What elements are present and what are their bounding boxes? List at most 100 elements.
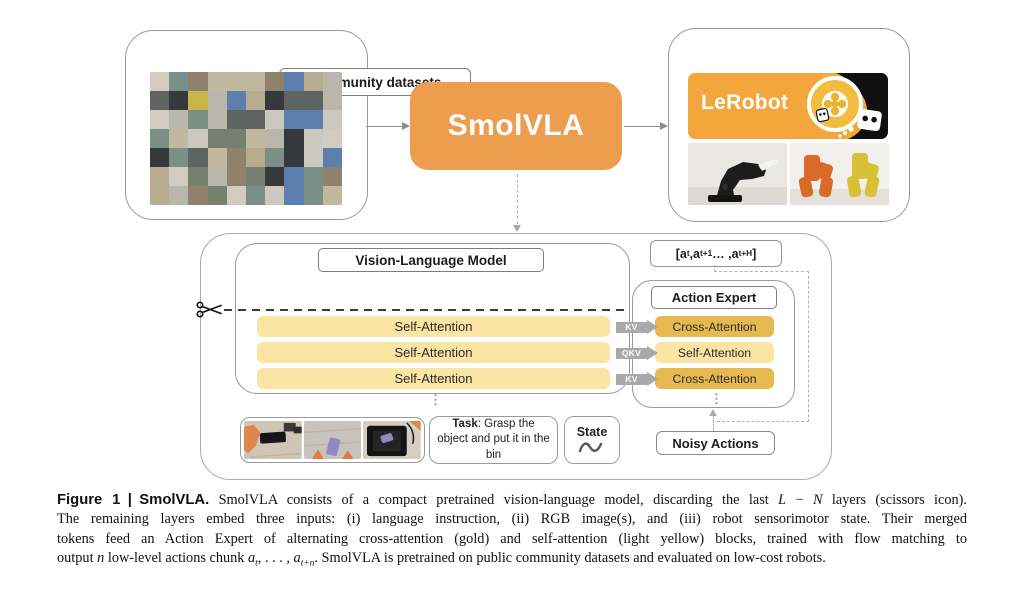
mosaic-cell — [226, 186, 246, 205]
mosaic-cell — [303, 148, 323, 167]
mosaic-cell — [303, 186, 323, 205]
mosaic-cell — [246, 167, 266, 186]
mosaic-cell — [246, 186, 266, 205]
kv-arrow: KV — [616, 372, 658, 386]
mosaic-cell — [303, 91, 323, 110]
mosaic-cell — [207, 186, 227, 205]
mosaic-cell — [169, 72, 189, 91]
mosaic-cell — [284, 91, 304, 110]
camera-inputs-box — [240, 417, 425, 463]
smolvla-title: SmolVLA — [447, 109, 585, 142]
mosaic-cell — [284, 167, 304, 186]
mosaic-cell — [246, 91, 266, 110]
vlm-ellipsis: ⋮ — [429, 392, 442, 407]
robot-photo-orange-yellow-arms — [790, 143, 889, 205]
noisy-actions-label: Noisy Actions — [656, 431, 775, 455]
lerobot-wordmark: LeRobot — [701, 91, 789, 114]
mosaic-cell — [226, 129, 246, 148]
kv-arrow: KV — [616, 320, 658, 334]
mosaic-cell — [265, 72, 285, 91]
arrow-datasets-to-model — [366, 126, 404, 127]
mosaic-cell — [322, 148, 342, 167]
caption-line: Figure 1 | SmolVLA. SmolVLA consists of … — [57, 492, 967, 508]
dashed-line-output — [714, 265, 715, 272]
mosaic-cell — [322, 167, 342, 186]
mosaic-cell — [169, 148, 189, 167]
mosaic-cell — [188, 167, 208, 186]
dashed-line-model-to-diagram — [517, 174, 518, 224]
mosaic-cell — [246, 110, 266, 129]
mosaic-cell — [150, 91, 170, 110]
kv-tag: KV — [625, 374, 638, 384]
mosaic-cell — [303, 110, 323, 129]
mosaic-cell — [207, 129, 227, 148]
mosaic-cell — [265, 110, 285, 129]
caption-line: The remaining layers embed three inputs:… — [57, 511, 967, 528]
community-datasets-mosaic — [150, 72, 342, 205]
state-input-box: State — [564, 416, 620, 464]
caption-line: tokens feed an Action Expert of alternat… — [57, 530, 967, 547]
state-label: State — [576, 425, 608, 439]
mosaic-cell — [150, 148, 170, 167]
mosaic-cell — [246, 72, 266, 91]
kv-tag: KV — [625, 322, 638, 332]
mosaic-cell — [150, 110, 170, 129]
figure-caption: Figure 1 | SmolVLA. SmolVLA consists of … — [57, 491, 967, 574]
mosaic-cell — [265, 91, 285, 110]
mosaic-cell — [226, 91, 246, 110]
action-expert-self-attention-block: Self-Attention — [655, 342, 774, 363]
mosaic-cell — [284, 72, 304, 91]
dashed-line-right — [808, 271, 809, 422]
mosaic-cell — [226, 148, 246, 167]
dashed-line-bottom — [717, 421, 809, 422]
arrowhead-right-icon — [647, 320, 658, 334]
mosaic-cell — [226, 110, 246, 129]
mosaic-cell — [322, 110, 342, 129]
camera-image-2 — [303, 421, 362, 459]
mosaic-cell — [207, 167, 227, 186]
mosaic-cell — [246, 129, 266, 148]
mosaic-cell — [188, 186, 208, 205]
qkv-tag: QKV — [621, 348, 642, 358]
mosaic-cell — [226, 167, 246, 186]
mosaic-cell — [284, 148, 304, 167]
action-expert-cross-attention-block: Cross-Attention — [655, 368, 774, 389]
mosaic-cell — [246, 148, 266, 167]
mosaic-cell — [322, 129, 342, 148]
action-expert-label: Action Expert — [651, 286, 777, 309]
mosaic-cell — [169, 186, 189, 205]
mosaic-cell — [265, 167, 285, 186]
mosaic-cell — [303, 167, 323, 186]
vlm-self-attention-block: Self-Attention — [257, 342, 610, 363]
camera-image-3 — [363, 421, 422, 459]
mosaic-cell — [322, 72, 342, 91]
task-instruction-box: Task: Grasp the object and put it in the… — [429, 416, 558, 464]
mosaic-cell — [265, 186, 285, 205]
mosaic-cell — [284, 186, 304, 205]
mosaic-cell — [322, 91, 342, 110]
state-wave-icon — [578, 442, 603, 453]
dashed-line-top — [714, 271, 809, 272]
qkv-arrow: QKV — [616, 346, 658, 360]
arrow-model-to-robots — [624, 126, 662, 127]
mosaic-cell — [265, 148, 285, 167]
mosaic-cell — [188, 129, 208, 148]
action-expert-cross-attention-block: Cross-Attention — [655, 316, 774, 337]
mosaic-cell — [265, 129, 285, 148]
mosaic-cell — [303, 72, 323, 91]
arrowhead-right-icon — [660, 122, 668, 130]
mosaic-cell — [284, 110, 304, 129]
mosaic-cell — [303, 129, 323, 148]
mosaic-cell — [207, 72, 227, 91]
lerobot-mascot-icon — [807, 73, 888, 139]
robot-photo-black-arm — [688, 143, 787, 205]
vision-language-model-label: Vision-Language Model — [318, 248, 544, 272]
mosaic-cell — [150, 72, 170, 91]
mosaic-cell — [150, 129, 170, 148]
scissors-icon — [196, 301, 222, 318]
mosaic-cell — [207, 110, 227, 129]
mosaic-cell — [169, 91, 189, 110]
mosaic-cell — [150, 167, 170, 186]
